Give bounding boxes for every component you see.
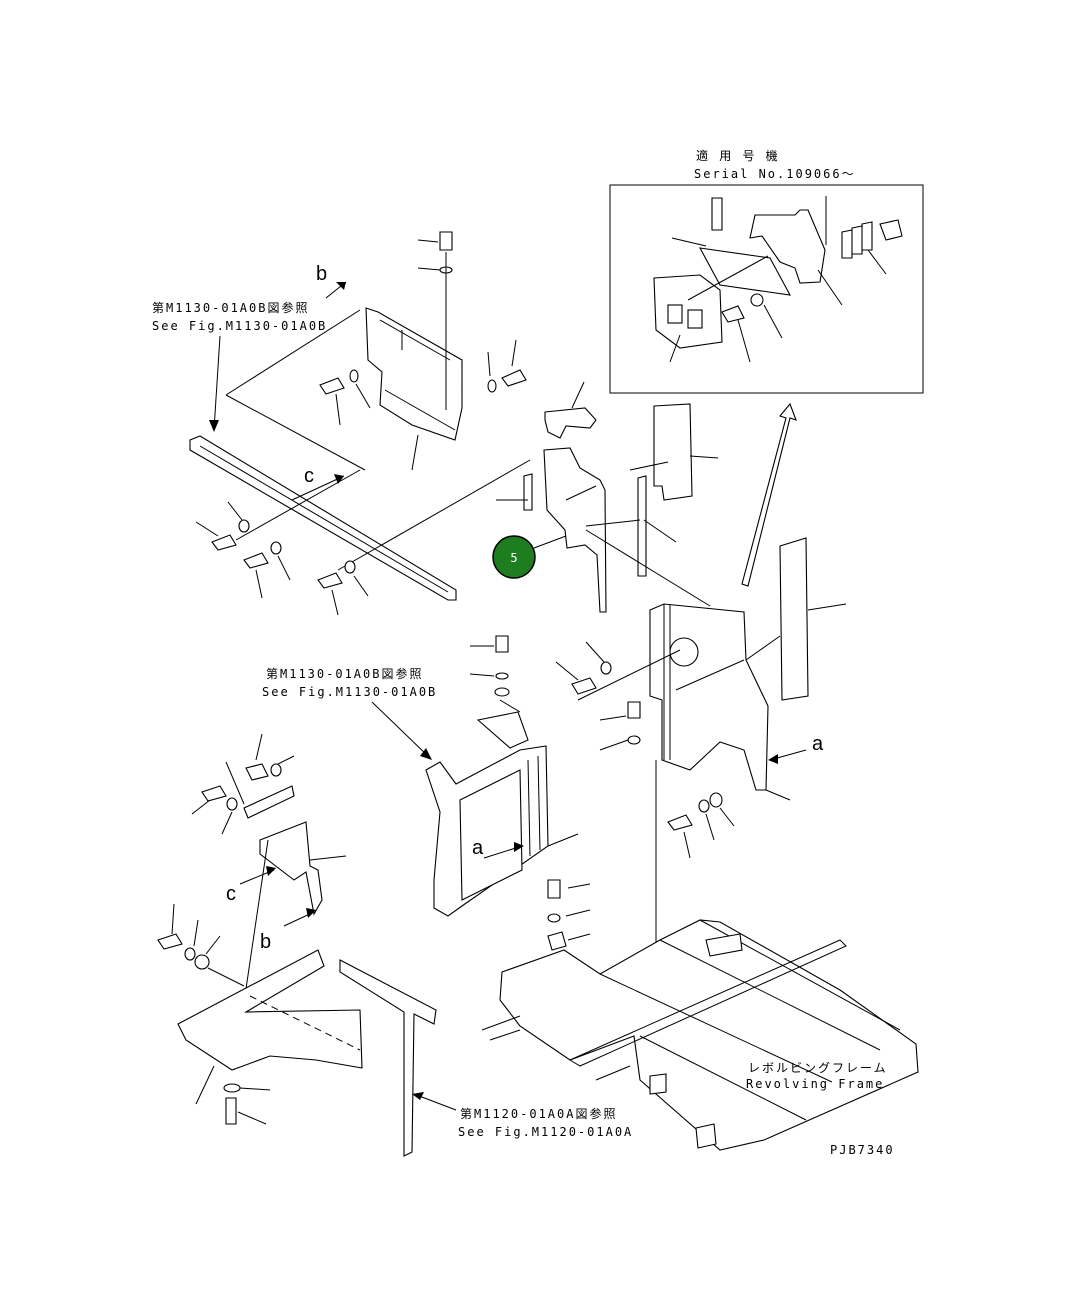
washer-ll-2 [226,797,238,811]
view-mark-b-lower: b [260,931,271,953]
bolt-ll-4 [225,1097,237,1125]
frame-outline [499,919,919,1151]
frame-tab [695,1123,717,1149]
angle-bracket [259,821,323,916]
bolt-center-1 [495,635,509,653]
frame-washer [547,913,561,923]
washer-center-5 [698,799,710,813]
washer-right-1 [487,379,497,393]
view-mark-c-upper: c [304,465,314,487]
center-panels [496,381,847,1080]
ref-upper-en: See Fig.M1130-01A0B [152,319,327,333]
inset-hole-1 [667,304,683,324]
ref-bottom-jp: 第M1120-01A0A図参照 [460,1106,617,1121]
reference-mid: 第M1130-01A0B図参照 See Fig.M1130-01A0B [262,666,437,760]
view-marks-upper: b c [291,263,347,501]
pad-tall [779,537,809,701]
frame-beam [568,939,847,1067]
bolt-rail-3 [317,572,343,589]
ref-upper-jp: 第M1130-01A0B図参照 [152,300,309,315]
lower-left-assembly: c b [157,733,437,1157]
washer-ll-5 [223,1083,241,1093]
callout-circle[interactable] [492,535,536,579]
under-cover [177,949,363,1071]
main-plate [649,603,769,791]
upper-assembly [189,231,531,616]
side-plate-left [543,447,607,613]
washer-rail-2 [270,541,282,555]
view-mark-b-upper: b [316,263,327,285]
washer-rail-1 [238,519,250,533]
radiator-frame [425,699,579,917]
bolt-center-4 [667,814,693,831]
frame-top-tab [476,711,529,749]
shroud-panel [365,307,463,441]
washer-ll-4 [194,954,210,970]
inset-washer [750,293,764,307]
frame-label-jp: レボルビングフレーム [748,1061,888,1075]
inset-bracket [749,209,826,284]
bolt-rail-2 [243,552,269,569]
bolt-center-2 [571,677,597,695]
inset-bolt [721,305,745,323]
ref-mid-jp: 第M1130-01A0B図参照 [266,666,423,681]
vertical-bracket [339,959,437,1157]
washer-rail-3 [344,560,356,574]
revolving-frame: レボルビングフレーム Revolving Frame [481,879,919,1151]
bolt-ll-2 [201,785,227,802]
inset-clip [879,219,903,241]
callout-badge[interactable]: 5 [492,535,567,579]
bolt-top [439,231,453,251]
strip-small [523,473,533,511]
inset-panel: 適 用 号 機 Serial No.109066～ [609,148,924,394]
plate-hole [669,637,699,667]
inset-plate [698,247,792,296]
washer-center-1 [495,672,509,680]
inset-hole-2 [687,309,703,329]
bolt-center-3 [627,701,641,719]
washer-center-4 [627,735,641,745]
inset-bolt-top [711,197,723,231]
frame-window [459,769,523,901]
strip-long [637,475,647,577]
view-mark-a-right: a [812,733,824,755]
inset-title-jp: 適 用 号 機 [696,148,780,163]
inset-title-en: Serial No.109066～ [694,167,856,181]
top-cover [544,407,597,439]
view-mark-a-mid-group: a [472,837,524,859]
ref-bottom-en: See Fig.M1120-01A0A [458,1125,633,1139]
view-mark-a-right-group: a [768,733,824,764]
bolt-ll-3 [157,933,183,950]
reference-upper-left: 第M1130-01A0B図参照 See Fig.M1130-01A0B [152,300,327,432]
frame-bolt [547,931,567,951]
bolt-right-1 [501,369,527,387]
washer-ll-3 [184,947,196,961]
bolt-rail-1 [211,534,237,551]
center-fasteners [469,635,735,859]
pad-upper [653,403,693,501]
washer-left-1 [349,369,359,383]
washer-center-2 [494,687,510,697]
bolt-left-1 [319,377,345,395]
frame-bolt-2 [547,879,561,899]
frame-tab-2 [649,1073,667,1095]
inset-spacers [841,221,873,259]
washer-center-6 [709,792,723,808]
view-mark-c-lower: c [226,883,236,905]
frame-mount [705,933,743,957]
washer-ll-1 [270,763,282,777]
frame-label-en: Revolving Frame [746,1077,884,1091]
arrow-to-inset [741,402,797,587]
view-mark-a-mid: a [472,837,484,859]
small-plate [243,785,295,819]
bolt-ll-1 [245,763,269,781]
ref-mid-en: See Fig.M1130-01A0B [262,685,437,699]
reference-bottom: 第M1120-01A0A図参照 See Fig.M1120-01A0A [412,1092,633,1139]
drawing-id: PJB7340 [830,1143,895,1157]
inset-frame [609,184,924,394]
washer-center-3 [600,661,612,675]
callout-number[interactable]: 5 [510,551,517,565]
